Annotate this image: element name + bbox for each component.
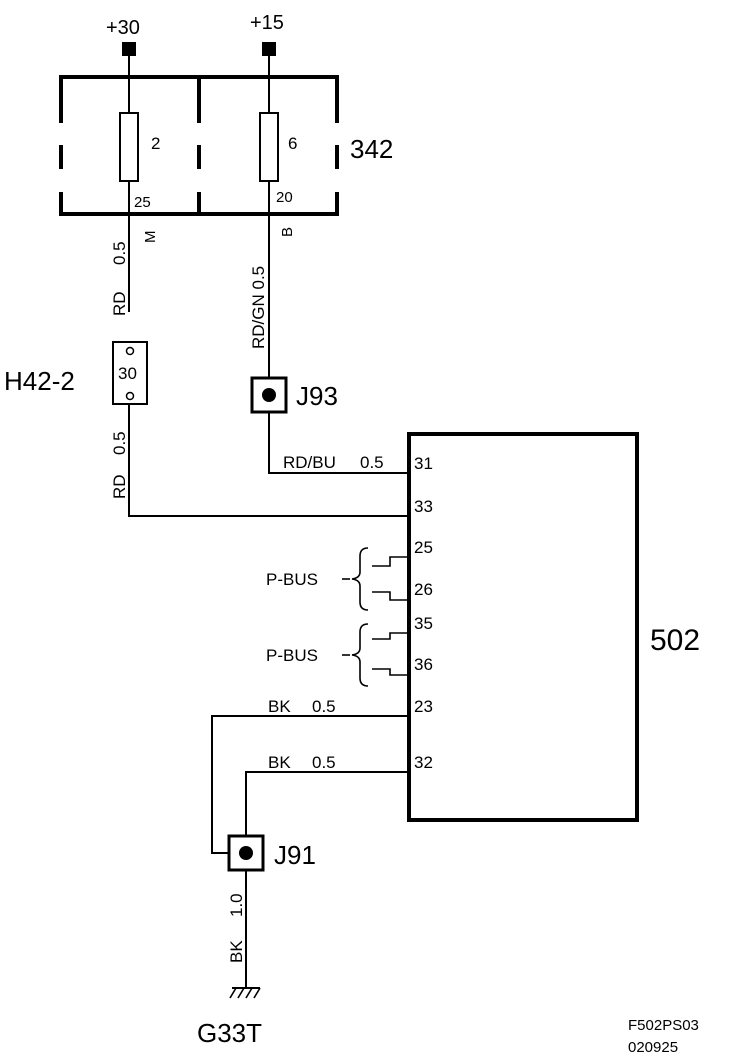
wire-6-size: 0.5	[312, 753, 336, 772]
fuse-box-342: 342	[59, 75, 393, 216]
ground-g33t: G33T	[197, 987, 262, 1048]
wire-1-size: 0.5	[110, 241, 129, 265]
splice-j93-label: J93	[296, 381, 338, 411]
supply-plus30-terminal	[122, 42, 136, 56]
wire-3	[128, 404, 409, 517]
wire-1-color: RD	[110, 291, 129, 316]
connector-pin-number: 30	[118, 364, 137, 383]
fuse-2-terminal: M	[142, 231, 159, 244]
fuse-2-body	[119, 112, 139, 182]
module-pin-32: 32	[414, 753, 433, 772]
wire-7-size: 1.0	[227, 893, 246, 917]
connector-pin-top	[125, 346, 135, 356]
wire-4-color: RD/BU	[283, 453, 336, 472]
supply-plus30: +30	[106, 17, 140, 56]
module-502-box	[407, 432, 639, 822]
wire-5	[211, 715, 409, 854]
splice-j91-dot	[239, 846, 253, 860]
fuse-6: 6 20	[259, 56, 297, 378]
connector-label: H42-2	[4, 366, 75, 396]
ground-icon	[229, 987, 261, 999]
module-pin-25: 25	[414, 538, 433, 557]
supply-plus30-label: +30	[106, 17, 140, 39]
module-502-label: 502	[650, 624, 700, 657]
p-bus-group-1: P-BUS	[266, 547, 409, 611]
p-bus-group-2: P-BUS	[266, 623, 409, 687]
splice-j91: J91	[227, 834, 316, 872]
module-pin-33: 33	[414, 497, 433, 516]
wire-7-color: BK	[227, 940, 246, 963]
supply-plus15-label: +15	[250, 12, 284, 34]
supply-plus15-terminal	[262, 42, 276, 56]
p-bus-label-1: P-BUS	[266, 570, 318, 589]
module-502: 502 31 33 25 26 35 36 23 32	[407, 432, 700, 822]
p-bus-label-2: P-BUS	[266, 646, 318, 665]
fuse-box-label: 342	[350, 134, 393, 164]
module-pin-31: 31	[414, 454, 433, 473]
fuse-6-pin: 20	[276, 189, 293, 206]
wire-6	[245, 771, 409, 836]
diagram-date: 020925	[628, 1039, 678, 1056]
fuse-2: 2 25	[119, 56, 160, 312]
splice-j93: J93	[250, 376, 338, 414]
module-pin-36: 36	[414, 655, 433, 674]
fuse-6-terminal: B	[279, 227, 296, 237]
connector-pin-bottom	[125, 391, 135, 401]
module-pin-35: 35	[414, 614, 433, 633]
fuse-2-number: 2	[151, 134, 160, 153]
fuse-6-number: 6	[288, 134, 297, 153]
supply-plus15: +15	[250, 12, 284, 56]
wire-3-size: 0.5	[110, 431, 129, 455]
diagram-code: F502PS03	[628, 1017, 699, 1034]
fuse-2-pin: 25	[134, 194, 151, 211]
fuse-6-body	[259, 112, 279, 182]
module-pin-23: 23	[414, 697, 433, 716]
ground-label: G33T	[197, 1018, 262, 1048]
wire-4	[268, 412, 409, 474]
splice-j91-label: J91	[274, 840, 316, 870]
wire-6-color: BK	[268, 753, 291, 772]
wire-4-size: 0.5	[360, 453, 384, 472]
wire-5-size: 0.5	[312, 697, 336, 716]
wire-3-color: RD	[110, 474, 129, 499]
wire-5-color: BK	[268, 697, 291, 716]
module-pin-26: 26	[414, 580, 433, 599]
wire-2-label: RD/GN 0.5	[249, 266, 268, 349]
splice-j93-dot	[262, 388, 276, 402]
connector-h42-2: 30 H42-2	[4, 341, 148, 405]
